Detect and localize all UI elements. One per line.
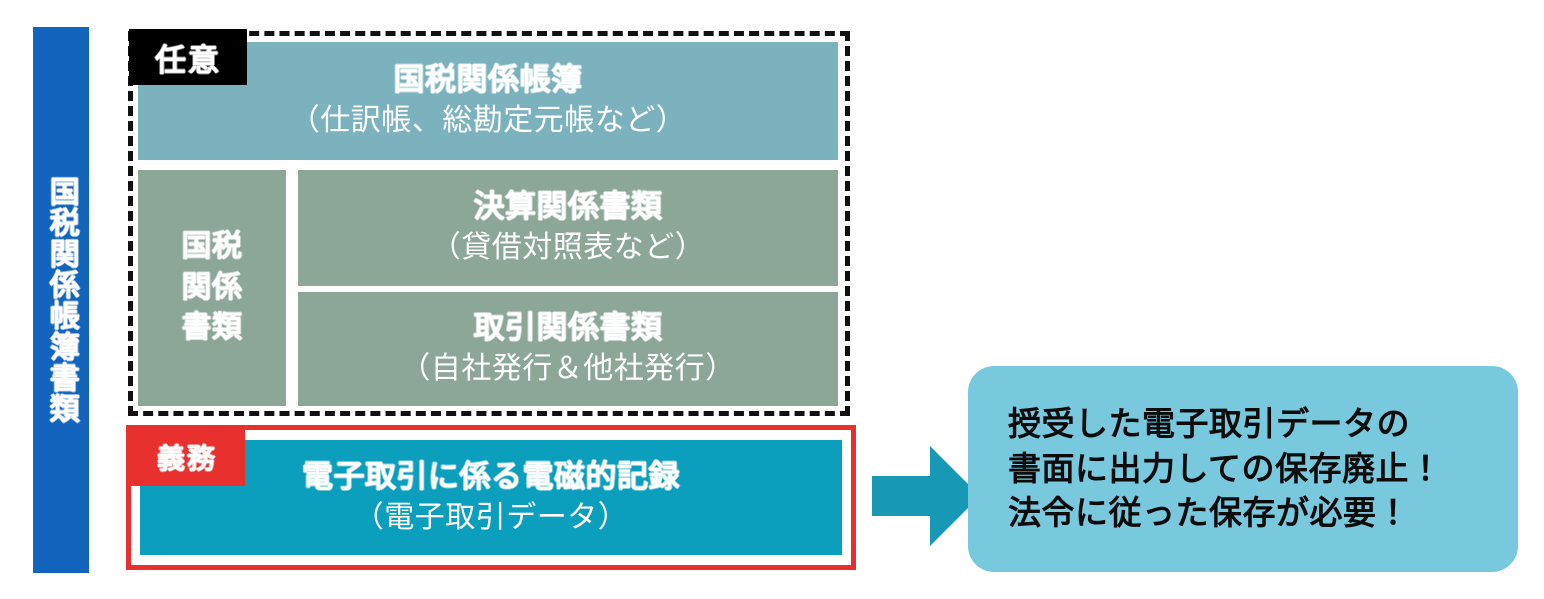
box-national-tax-books-title: 国税関係帳簿 xyxy=(393,62,583,99)
spine-label: 国税関係帳簿書類 xyxy=(43,176,79,424)
badge-mandatory: 義務 xyxy=(129,428,245,486)
callout-notice: 授受した電子取引データの 書面に出力しての保存廃止！ 法令に従った保存が必要！ xyxy=(968,366,1518,572)
box-settlement-documents: 決算関係書類 （貸借対照表など） xyxy=(298,170,838,286)
box-electronic-transaction-records: 電子取引に係る電磁的記録 （電子取引データ） xyxy=(140,440,842,555)
box-national-tax-books: 国税関係帳簿 （仕訳帳、総勘定元帳など） xyxy=(138,42,838,160)
box-settlement-documents-subtitle: （貸借対照表など） xyxy=(430,230,706,265)
right-arrow-icon xyxy=(872,440,980,552)
box-electronic-transaction-records-title: 電子取引に係る電磁的記録 xyxy=(302,458,680,495)
badge-optional-label: 任意 xyxy=(155,42,221,79)
box-transaction-documents: 取引関係書類 （自社発行＆他社発行） xyxy=(298,292,838,406)
box-electronic-transaction-records-subtitle: （電子取引データ） xyxy=(353,499,629,535)
callout-line-1: 授受した電子取引データの xyxy=(1008,403,1410,443)
badge-optional: 任意 xyxy=(129,29,247,85)
box-national-tax-documents-line1: 国税 xyxy=(181,229,243,265)
box-national-tax-documents-label: 国税 関係 書類 xyxy=(138,170,286,406)
box-settlement-documents-title: 決算関係書類 xyxy=(473,189,663,226)
box-national-tax-books-subtitle: （仕訳帳、総勘定元帳など） xyxy=(289,103,687,138)
box-national-tax-documents-line3: 書類 xyxy=(181,310,243,346)
callout-line-3: 法令に従った保存が必要！ xyxy=(1008,493,1410,533)
spine-national-tax-books-documents: 国税関係帳簿書類 xyxy=(33,27,89,573)
box-national-tax-documents-line2: 関係 xyxy=(181,269,243,305)
box-transaction-documents-subtitle: （自社発行＆他社発行） xyxy=(400,351,736,386)
callout-line-2: 書面に出力しての保存廃止！ xyxy=(1008,448,1443,488)
badge-mandatory-label: 義務 xyxy=(156,442,217,475)
box-transaction-documents-title: 取引関係書類 xyxy=(473,310,663,347)
